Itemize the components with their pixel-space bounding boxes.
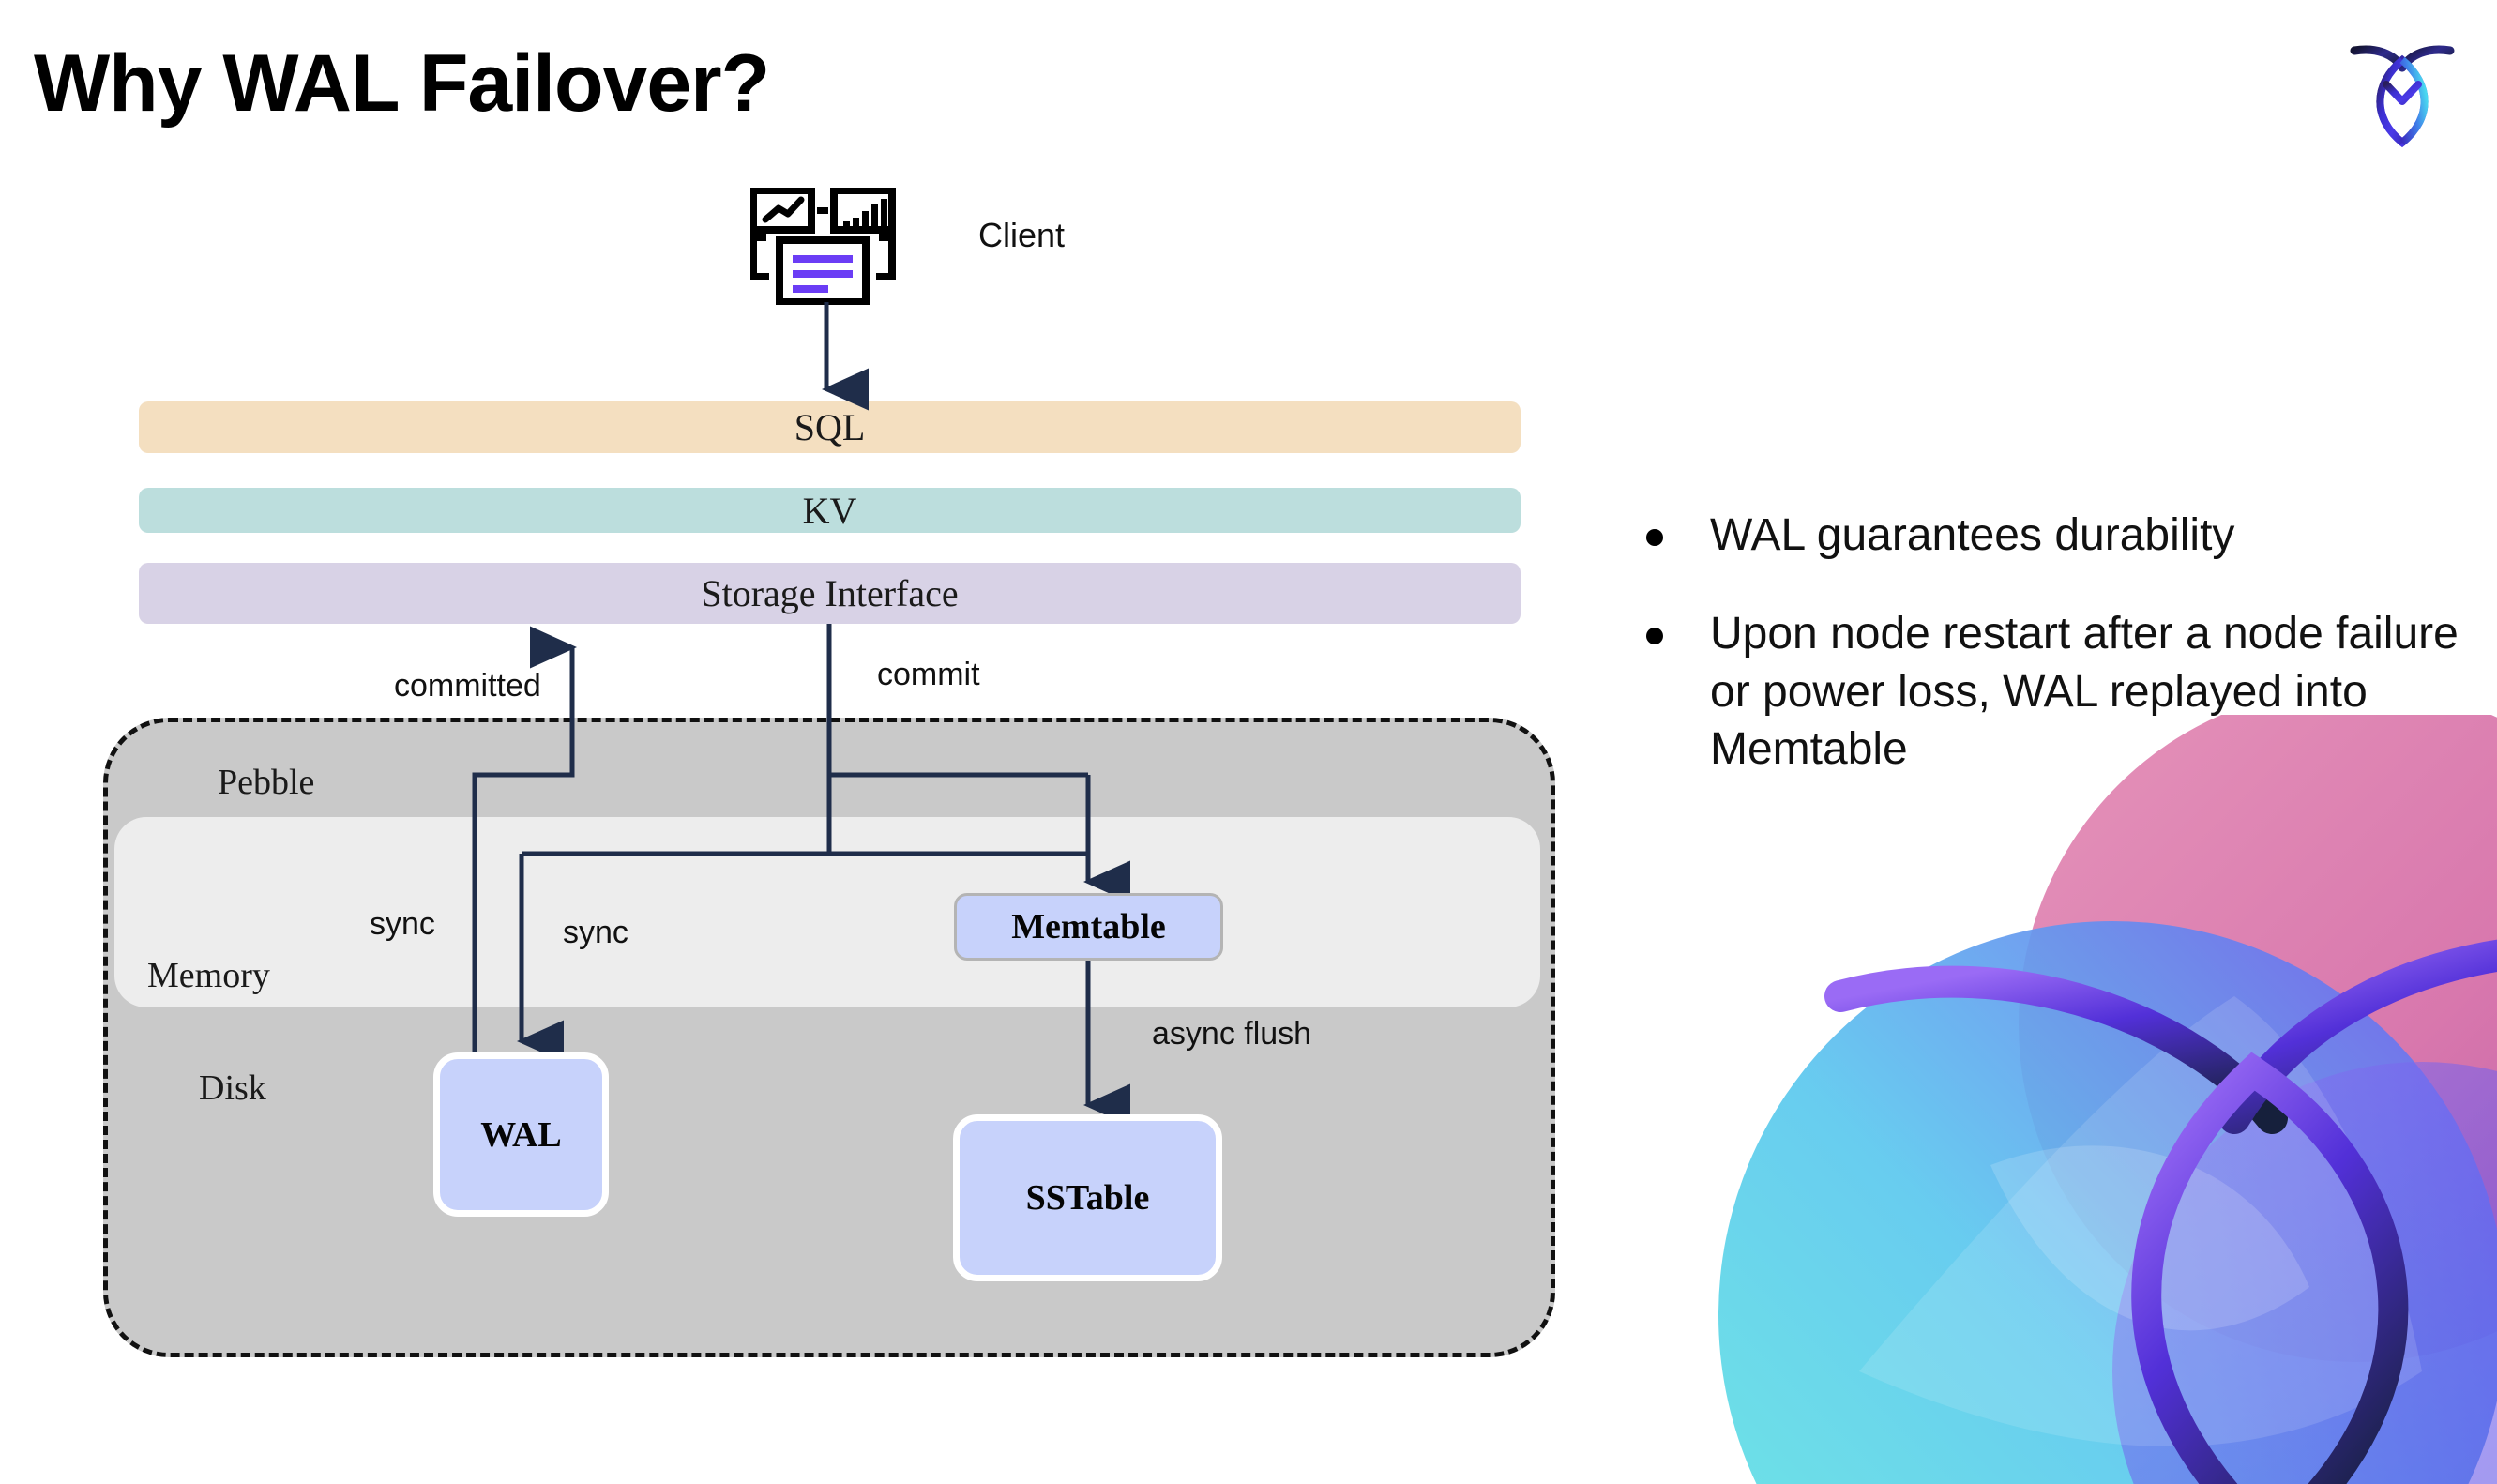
edge-label-commit: commit — [877, 657, 980, 692]
layer-bar-kv: KV — [139, 488, 1521, 533]
edge-label-async-flush: async flush — [1152, 1016, 1312, 1052]
list-item: WAL guarantees durability — [1646, 507, 2472, 564]
layer-label-sql: SQL — [794, 406, 866, 448]
bullet-dot-icon — [1646, 628, 1663, 645]
client-label: Client — [978, 216, 1066, 254]
node-label-memtable: Memtable — [1011, 907, 1166, 946]
layer-label-kv: KV — [802, 489, 857, 532]
node-label-sstable: SSTable — [1025, 1178, 1150, 1218]
layer-label-storage-interface: Storage Interface — [701, 572, 959, 614]
edge-label-committed: committed — [394, 668, 541, 704]
edge-label-sync-left: sync — [370, 906, 435, 942]
slide-canvas: Why WAL Failover? Client SQL KV — [34, 38, 2497, 1484]
bullet-dot-icon — [1646, 529, 1663, 546]
layer-bar-storage-interface: Storage Interface — [139, 563, 1521, 624]
leaf-circles-watermark — [1718, 715, 2497, 1484]
memory-label: Memory — [147, 956, 270, 995]
list-item: Upon node restart after a node failure o… — [1646, 605, 2472, 778]
node-sstable: SSTable — [953, 1114, 1222, 1281]
node-label-wal: WAL — [480, 1114, 562, 1155]
disk-label: Disk — [199, 1068, 266, 1108]
node-wal: WAL — [433, 1052, 609, 1217]
bullet-text: WAL guarantees durability — [1710, 510, 2235, 560]
page-title: Why WAL Failover? — [34, 38, 770, 129]
edge-label-sync-right: sync — [563, 915, 628, 950]
pebble-label: Pebble — [218, 763, 315, 802]
architecture-diagram: Client SQL KV Storage Interface Pebble M… — [103, 188, 1555, 1357]
bullet-list: WAL guarantees durability Upon node rest… — [1646, 507, 2472, 820]
cockroach-leaf-logo — [2350, 45, 2455, 148]
client-dashboard-icon — [750, 188, 896, 305]
diagram-edges — [472, 302, 1130, 1127]
bullet-text: Upon node restart after a node failure o… — [1710, 609, 2459, 775]
node-memtable: Memtable — [954, 893, 1223, 961]
